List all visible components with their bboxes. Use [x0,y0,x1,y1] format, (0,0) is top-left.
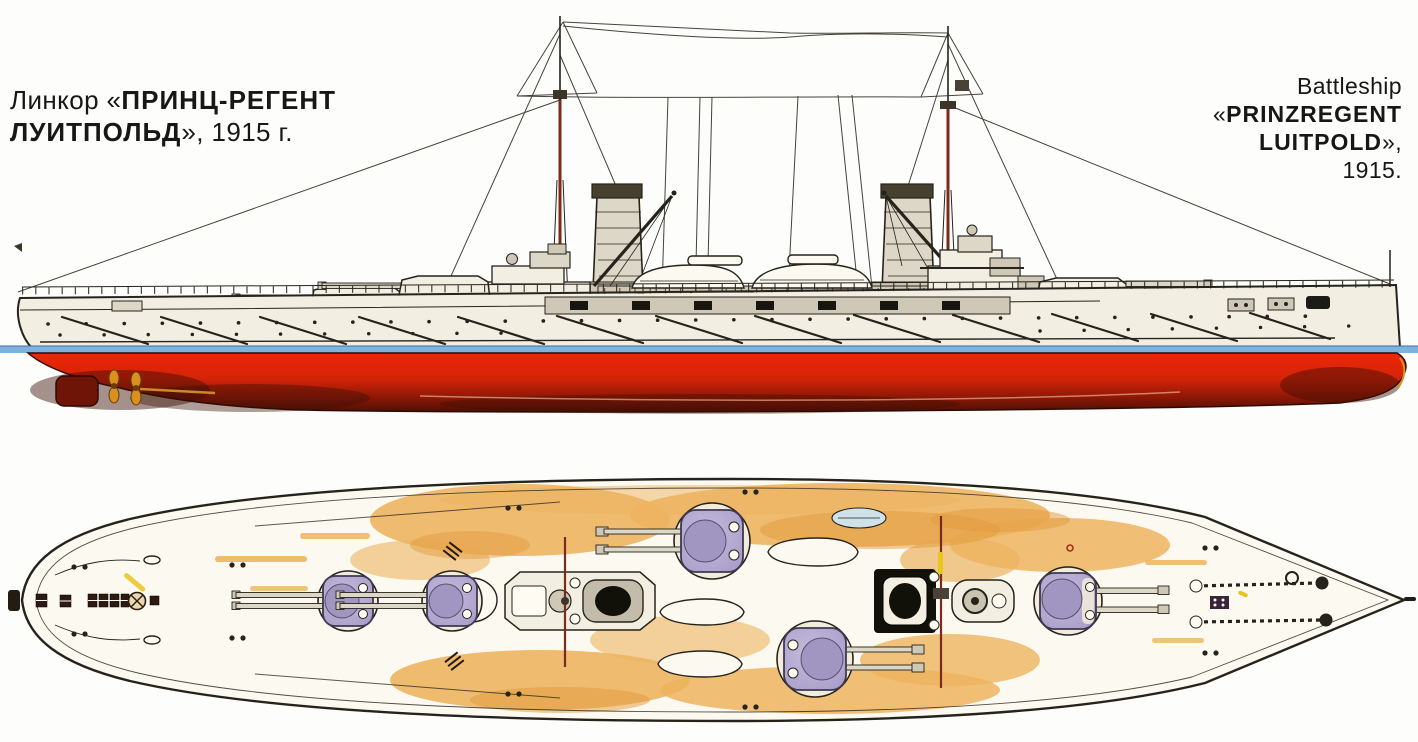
rudder [55,375,99,407]
mast-pennant [955,80,969,91]
net-shelf [39,337,1336,343]
rangefinder [966,224,978,236]
rigging-lines [17,21,1391,297]
caption-english-line1: Battleship [1296,73,1402,99]
bilge-keel [419,391,1181,401]
fore-funnel-plan [874,569,940,633]
chain-stopper [1210,596,1229,609]
casemate-embrasures [570,301,960,310]
funnel-cap [880,183,934,199]
fore-mast-plan [933,516,949,688]
stern-deckhouse [111,300,143,312]
ship-boats-side [631,254,873,289]
caption-english-line2: «PRINZREGENT [1212,101,1402,127]
side-profile-view [0,16,1418,414]
propellers [108,369,216,406]
aft-turret-upper-plan [335,570,483,632]
underwater-hull [26,352,1407,414]
deck-ladders [442,541,465,671]
boat-derrick-aft [592,190,677,288]
caption-english-line3: LUITPOLD», [1259,129,1402,155]
wing-turret-starboard-plan [776,620,925,698]
searchlight [506,253,518,265]
deck-bollards [71,489,1219,710]
aft-funnel-opening [595,586,631,616]
anchor-chain-starboard [1195,618,1323,624]
torpedo-net-booms [60,311,1332,346]
anchor-port [1315,576,1329,590]
anchor-gear [1189,571,1416,629]
stern-pennant [14,243,22,252]
waterline-stripe [0,346,1418,353]
main-mast-plan [561,537,569,667]
stern-deck-fittings [8,555,161,645]
fore-turret-plan [1033,566,1170,636]
anchor-starboard [1319,613,1333,627]
porthole-row-upper [46,314,1342,326]
wing-turret-port-plan [595,502,751,580]
mast-base-platform [933,588,949,599]
caption-russian-line1: Линкор «ПРИНЦ-РЕГЕНТ [10,85,336,115]
hull-side [14,243,1402,349]
anchor-side [1306,296,1330,309]
casemate-battery [544,296,1011,315]
bow-casemates [1227,297,1295,312]
caption-russian: Линкор «ПРИНЦ-РЕГЕНТ ЛУИТПОЛЬД», 1915 г. [10,84,336,148]
caption-english-line4: 1915. [1342,157,1402,183]
bridge-plan [951,579,1015,623]
caption-english: Battleship «PRINZREGENT LUITPOLD», 1915. [1213,72,1402,184]
aft-superstructure-plan [504,571,656,631]
funnel-cap [591,183,643,199]
caption-russian-line2: ЛУИТПОЛЬД», 1915 г. [10,117,293,147]
plan-inner-deck-line [35,487,1390,713]
bow-jackstaff-plan [1404,597,1416,601]
deck-plan-view [8,477,1416,723]
bow-edge-highlight [1397,357,1406,389]
mast-yellow-band [938,552,943,574]
